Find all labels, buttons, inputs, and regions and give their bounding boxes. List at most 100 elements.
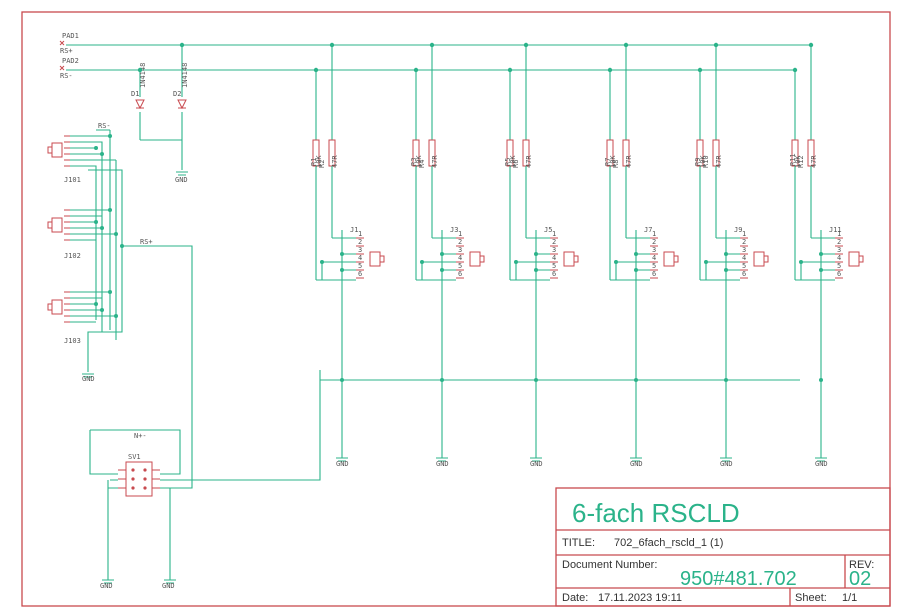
svg-text:2: 2	[837, 238, 841, 246]
gnd-label-ch2: GND	[436, 460, 449, 468]
resistor-val-r3: 10K	[415, 155, 423, 168]
gnd-label-ch4: GND	[630, 460, 643, 468]
resistor-val-r4: 47R	[431, 155, 439, 168]
sheet-label: Sheet:	[795, 592, 827, 604]
sv1-ref: SV1	[128, 453, 141, 461]
svg-text:6: 6	[358, 270, 362, 278]
d1-ref: D1	[131, 90, 139, 98]
svg-text:1: 1	[742, 230, 746, 238]
sheet-value: 1/1	[842, 592, 857, 604]
svg-text:2: 2	[652, 238, 656, 246]
pad2-label: PAD2	[62, 57, 79, 65]
svg-text:2: 2	[552, 238, 556, 246]
gnd-label-sv1-b: GND	[162, 582, 175, 590]
svg-text:6: 6	[837, 270, 841, 278]
jack-ref-j5: J5	[544, 226, 552, 234]
svg-text:6: 6	[458, 270, 462, 278]
svg-text:4: 4	[552, 254, 556, 262]
jack-ref-j3: J3	[450, 226, 458, 234]
svg-text:1: 1	[652, 230, 656, 238]
rs-minus-top-label: RS-	[98, 122, 111, 130]
left-jack-wiring	[70, 129, 193, 489]
project-title: 6-fach RSCLD	[572, 498, 740, 528]
resistor-ref-r5: R5	[504, 158, 512, 166]
d2-ref: D2	[173, 90, 181, 98]
resistor-ref-r9: R9	[694, 158, 702, 166]
resistor-val-r6: 47R	[525, 155, 533, 168]
rs-plus-label: RS+	[60, 47, 73, 55]
rev-value: 02	[849, 568, 871, 590]
svg-text:6: 6	[652, 270, 656, 278]
title-block	[555, 487, 891, 607]
d1-part: 1N4148	[139, 63, 147, 88]
jack-ref-j9: J9	[734, 226, 742, 234]
svg-text:3: 3	[742, 246, 746, 254]
rs-minus-label: RS-	[60, 72, 73, 80]
rs-plus-mid-label: RS+	[140, 238, 153, 246]
d2-part: 1N4148	[181, 63, 189, 88]
title-label: TITLE:	[562, 537, 595, 549]
svg-text:5: 5	[458, 262, 462, 270]
resistor-ref-r3: R3	[410, 158, 418, 166]
j101-ref: J101	[64, 176, 81, 184]
title-value: 702_6fach_rscld_1 (1)	[614, 537, 723, 549]
gnd-label-ch3: GND	[530, 460, 543, 468]
resistor-ref-r1: R1	[310, 158, 318, 166]
docnum-label: Document Number:	[562, 559, 657, 571]
svg-text:2: 2	[358, 238, 362, 246]
jack-j101-body	[51, 142, 63, 158]
resistor-val-r12: 47R	[810, 155, 818, 168]
connector-wiring	[89, 370, 321, 580]
svg-text:3: 3	[837, 246, 841, 254]
resistor-ref-r11: R11	[789, 153, 797, 166]
svg-text:1: 1	[837, 230, 841, 238]
resistor-val-r9: 10K	[699, 155, 707, 168]
svg-text:3: 3	[358, 246, 362, 254]
gnd-symbol-left	[82, 373, 94, 378]
date-label: Date:	[562, 592, 588, 604]
svg-text:5: 5	[358, 262, 362, 270]
jack-j103-body	[51, 299, 63, 315]
svg-text:5: 5	[742, 262, 746, 270]
n-plus-minus-label: N+-	[134, 432, 147, 440]
resistor-val-r5: 10K	[509, 155, 517, 168]
resistor-val-r2: 47R	[331, 155, 339, 168]
jack-j102-body	[51, 217, 63, 233]
resistor-val-r10: 47R	[715, 155, 723, 168]
svg-text:2: 2	[458, 238, 462, 246]
svg-text:4: 4	[458, 254, 462, 262]
rev-label: REV:	[849, 559, 874, 571]
date-value: 17.11.2023 19:11	[598, 592, 682, 604]
jack-ref-j1: J1	[350, 226, 358, 234]
left-jack-group: J101 J102 J103	[47, 135, 81, 345]
resistor-ref-r7: R7	[604, 158, 612, 166]
resistor-val-r1: 10K	[315, 155, 323, 168]
docnum-value: 950#481.702	[680, 568, 797, 590]
gnd-label-ch1: GND	[336, 460, 349, 468]
svg-text:4: 4	[837, 254, 841, 262]
resistor-val-r11: 10K	[794, 155, 802, 168]
svg-text:1: 1	[358, 230, 362, 238]
svg-text:4: 4	[358, 254, 362, 262]
gnd-label-left: GND	[82, 375, 95, 383]
svg-text:4: 4	[652, 254, 656, 262]
resistor-ref-r12: R12	[797, 155, 805, 168]
jack-ref-j11: J11	[829, 226, 842, 234]
svg-text:1: 1	[552, 230, 556, 238]
resistor-ref-r2: R2	[318, 160, 326, 168]
svg-text:6: 6	[742, 270, 746, 278]
svg-text:1: 1	[458, 230, 462, 238]
pad1-label: PAD1	[62, 32, 79, 40]
